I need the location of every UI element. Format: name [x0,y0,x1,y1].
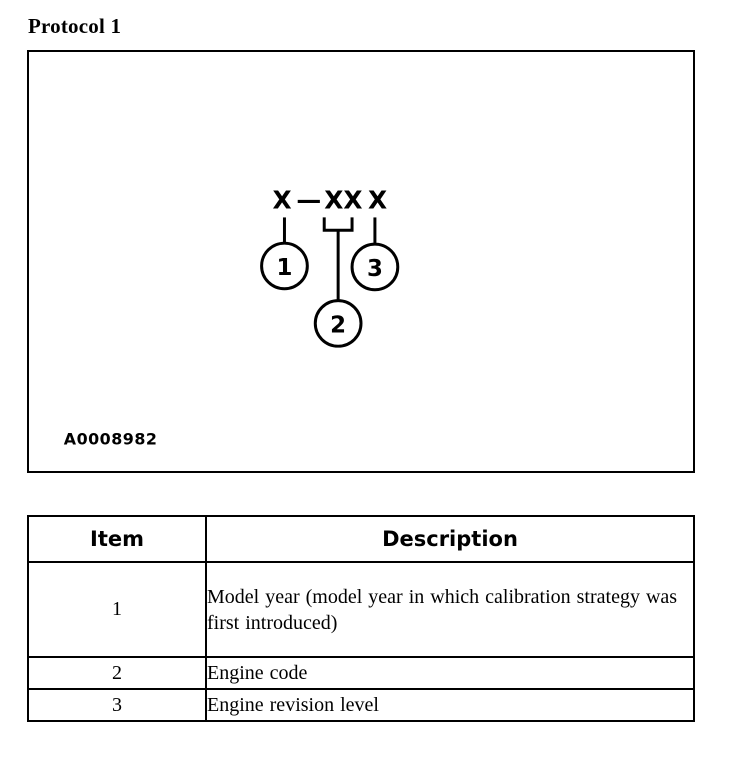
table-row: 1 Model year (model year in which calibr… [27,561,695,658]
cell-item-description: Model year (model year in which calibrat… [205,561,695,658]
cell-item-number: 2 [27,656,207,690]
column-header-description: Description [205,515,695,563]
callout-label-2: 2 [330,312,346,338]
code-chars-engine-code: XX [324,186,362,215]
table-header-row: Item Description [27,515,695,563]
page-title: Protocol 1 [28,14,122,38]
callout-circle-2 [313,299,363,348]
code-char-revision-level: X [368,186,387,215]
cell-item-number: 1 [27,561,207,658]
cell-item-number: 3 [27,688,207,722]
callout-circle-1 [260,241,309,291]
code-char-model-year: X [273,186,292,215]
legend-table: Item Description 1 Model year (model yea… [27,515,695,722]
protocol-code-diagram: X — XX X 1 3 2 A0008982 [64,186,400,448]
figure-container: X — XX X 1 3 2 A0008982 [27,50,695,473]
code-separator-dash: — [296,186,321,215]
table-row: 2 Engine code [27,656,695,690]
bracket-2 [322,217,354,232]
figure-id-label: A0008982 [64,429,158,448]
column-header-item: Item [27,515,207,563]
table-row: 3 Engine revision level [27,688,695,722]
callout-label-1: 1 [277,255,293,281]
callout-label-3: 3 [367,256,383,282]
callout-circle-3 [350,242,400,292]
cell-item-description: Engine code [205,656,695,690]
cell-item-description: Engine revision level [205,688,695,722]
